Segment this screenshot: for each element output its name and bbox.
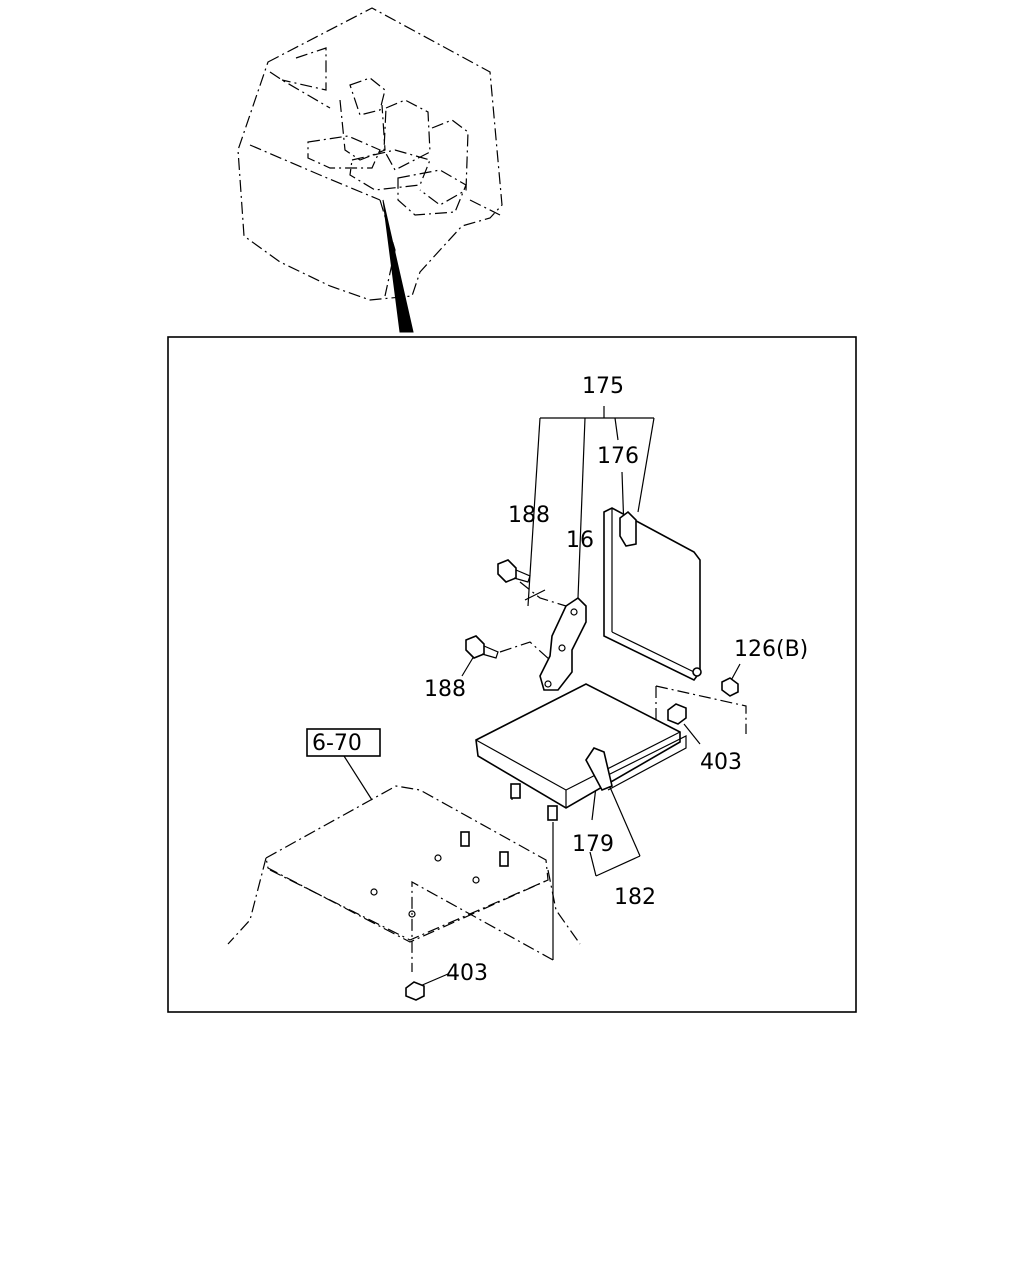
latch-176 (619, 510, 637, 547)
hinge-bracket-16 (539, 596, 587, 691)
seat-back (603, 507, 702, 682)
label-403-bottom: 403 (446, 961, 488, 986)
label-179: 179 (572, 832, 614, 857)
pointer-wedge (382, 199, 414, 333)
nut-126b (721, 677, 739, 697)
label-16: 16 (566, 528, 594, 553)
label-182: 182 (614, 885, 656, 910)
cab-seats (307, 77, 469, 216)
seat-cushion (475, 683, 687, 821)
clip-179 (585, 747, 613, 792)
label-188-top: 188 (508, 503, 550, 528)
label-403-right: 403 (700, 750, 742, 775)
leader-lines (343, 406, 747, 987)
label-176: 176 (597, 444, 639, 469)
nut-403-right (667, 703, 687, 725)
center-seat-outline (349, 149, 431, 191)
label-126b: 126(B) (734, 637, 808, 662)
bolt-188-top (497, 559, 531, 583)
nut-403-bottom (405, 981, 425, 1001)
callout-labels: 175 176 188 16 188 126(B) 403 6-70 179 1… (306, 374, 808, 986)
cab-overview (237, 7, 503, 333)
detail-frame (167, 336, 857, 1013)
label-188-bottom: 188 (424, 677, 466, 702)
label-175: 175 (582, 374, 624, 399)
ref-box-6-70 (306, 728, 381, 757)
floor-panel (227, 785, 581, 945)
label-6-70: 6-70 (312, 731, 362, 756)
bolt-188-bottom (465, 635, 499, 659)
